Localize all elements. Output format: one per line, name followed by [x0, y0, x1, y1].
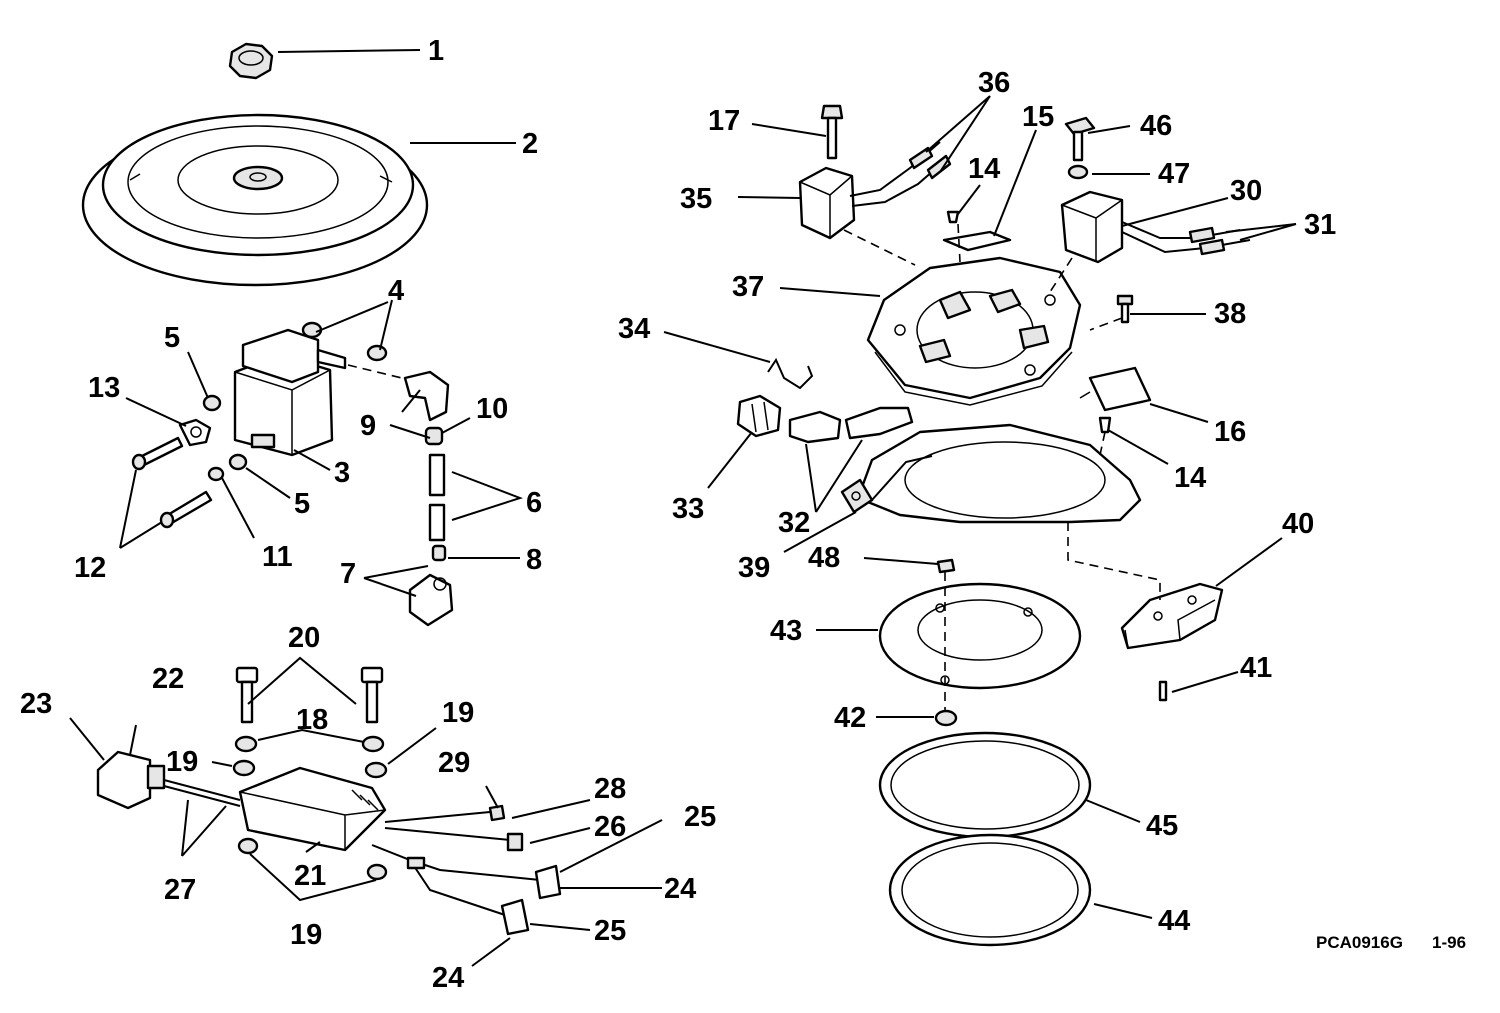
callout-5b: 5: [294, 488, 310, 520]
callout-31: 31: [1304, 209, 1336, 241]
callout-16: 16: [1214, 416, 1246, 448]
callout-19b: 19: [166, 746, 198, 778]
callout-25a: 25: [684, 801, 716, 833]
callout-12: 12: [74, 552, 106, 584]
part-nut: [228, 42, 274, 80]
callout-47: 47: [1158, 158, 1190, 190]
callout-labels: 1 2 4 5 13 9 10 3 5 6 11 12 7 8 20 22 23…: [20, 35, 1466, 994]
part-gasket-plate: [840, 423, 1142, 524]
callout-1: 1: [428, 35, 444, 67]
callout-22: 22: [152, 663, 184, 695]
part-magnet: [1120, 582, 1224, 702]
part-bracket-screws: [942, 210, 1112, 434]
callout-25b: 25: [594, 915, 626, 947]
part-seal-rings: [878, 731, 1092, 947]
callout-10: 10: [476, 393, 508, 425]
part-ignition-coil: [233, 328, 347, 457]
callout-6: 6: [526, 487, 542, 519]
callout-42: 42: [834, 702, 866, 734]
part-sensor-right: [1060, 116, 1251, 264]
part-ring-plate: [878, 558, 1082, 727]
callout-11: 11: [262, 541, 293, 573]
callout-39: 39: [738, 552, 770, 584]
part-stator-screw: [1116, 294, 1134, 324]
part-bolts-module: [235, 666, 384, 724]
callout-14b: 14: [1174, 462, 1206, 494]
callout-34: 34: [618, 313, 650, 345]
callout-8: 8: [526, 544, 542, 576]
callout-30: 30: [1230, 175, 1262, 207]
part-power-pack: [96, 750, 562, 936]
callout-43: 43: [770, 615, 802, 647]
callout-19c: 19: [290, 919, 322, 951]
callout-26: 26: [594, 811, 626, 843]
callout-46: 46: [1140, 110, 1172, 142]
callout-27: 27: [164, 874, 196, 906]
callout-7: 7: [340, 558, 356, 590]
callout-21: 21: [294, 860, 326, 892]
part-washers-module: [232, 735, 388, 881]
alignment-lines: [843, 223, 1161, 712]
callout-37: 37: [732, 271, 764, 303]
part-spark-plug-lead: [347, 364, 454, 627]
callout-3: 3: [334, 457, 350, 489]
callout-19a: 19: [442, 697, 474, 729]
callout-44: 44: [1158, 905, 1190, 937]
callout-15: 15: [1022, 101, 1054, 133]
callout-32: 32: [778, 507, 810, 539]
callout-9: 9: [360, 410, 376, 442]
callout-13: 13: [88, 372, 120, 404]
part-clip-bracket: [1079, 366, 1152, 412]
callout-48: 48: [808, 542, 840, 574]
callout-29: 29: [438, 747, 470, 779]
part-stator-plate: [866, 256, 1082, 406]
callout-2: 2: [522, 128, 538, 160]
callout-38: 38: [1214, 298, 1246, 330]
callout-41: 41: [1240, 652, 1272, 684]
part-spring-and-hoses: [736, 357, 914, 444]
callout-23: 23: [20, 688, 52, 720]
callout-33: 33: [672, 493, 704, 525]
part-clamp: [178, 418, 212, 447]
callout-28: 28: [594, 773, 626, 805]
callout-45: 45: [1146, 810, 1178, 842]
callout-20: 20: [288, 622, 320, 654]
callout-36: 36: [978, 67, 1010, 99]
part-screws-coil: [131, 436, 213, 529]
leader-lines: [69, 49, 1297, 967]
part-flywheel: [81, 113, 429, 287]
callout-14a: 14: [968, 153, 1000, 185]
callout-18: 18: [296, 704, 328, 736]
revision-date: 1-96: [1432, 933, 1466, 952]
drawing-code: PCA0916G: [1316, 933, 1403, 952]
part-sensor-left: [798, 104, 952, 240]
callout-40: 40: [1282, 508, 1314, 540]
callout-35: 35: [680, 183, 712, 215]
callout-17: 17: [708, 105, 740, 137]
callout-5a: 5: [164, 322, 180, 354]
callout-24b: 24: [432, 962, 464, 994]
callout-4: 4: [388, 275, 404, 307]
callout-24a: 24: [664, 873, 696, 905]
